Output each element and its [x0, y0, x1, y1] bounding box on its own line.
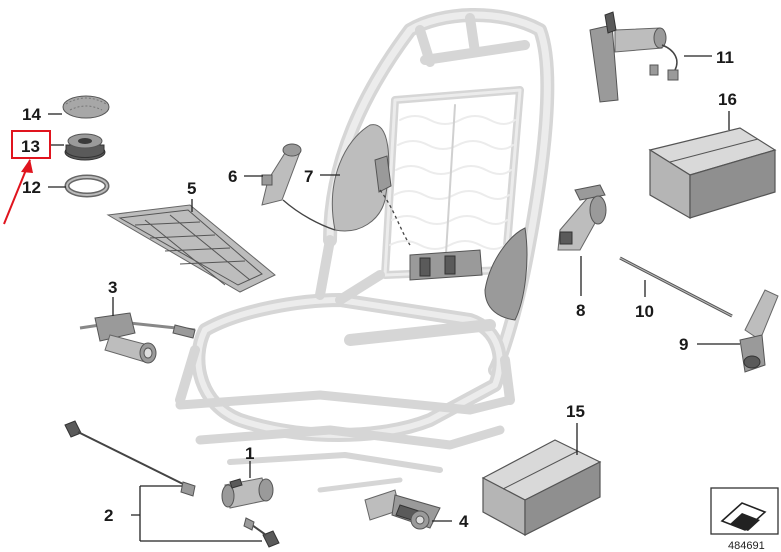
- callout-16: 16: [718, 90, 737, 109]
- seat-frame: [175, 8, 555, 493]
- part-4-gearbox: [364, 489, 441, 530]
- part-6-motor: [261, 143, 302, 206]
- callout-9: 9: [679, 335, 688, 354]
- callout-2: 2: [104, 506, 113, 525]
- orientation-arrow-icon: [730, 513, 760, 531]
- backrest-motor: [409, 249, 483, 281]
- part-11-assembly: [589, 11, 679, 103]
- callout-1: 1: [245, 444, 254, 463]
- callout-7: 7: [304, 167, 313, 186]
- cable-7: [282, 189, 411, 246]
- callout-8: 8: [576, 301, 585, 320]
- callout-5: 5: [187, 179, 196, 198]
- part-8-motor: [557, 184, 607, 251]
- part-3-actuator: [79, 312, 196, 364]
- reference-number: 484691: [728, 540, 765, 552]
- part-5-seat-mat: [106, 204, 276, 293]
- part-9-bracket: [739, 289, 779, 373]
- highlight-marker: [3, 130, 51, 225]
- callouts: 14 13 12 5 6 7 3 1 2 4 8 10 9 11 16 15: [21, 48, 737, 531]
- highlight-arrow-head: [21, 159, 33, 173]
- side-bolster-right: [484, 227, 528, 321]
- lumbar-cushion-7: [331, 124, 392, 232]
- part-10-rod: [619, 256, 733, 318]
- callout-12: 12: [22, 178, 41, 197]
- callout-15: 15: [566, 402, 585, 421]
- callout-14: 14: [22, 105, 41, 124]
- part-14-mesh-cap: [62, 95, 110, 119]
- callout-13: 13: [21, 137, 40, 156]
- leader-lines: [48, 55, 740, 542]
- callout-11: 11: [716, 48, 734, 67]
- callout-3: 3: [108, 278, 117, 297]
- part-13-knob: [64, 133, 106, 161]
- part-1-motor: [221, 477, 274, 509]
- part-15-box: [481, 439, 602, 537]
- part-2-cables: [64, 420, 280, 548]
- highlight-box: [11, 130, 51, 159]
- callout-6: 6: [228, 167, 237, 186]
- callout-4: 4: [459, 512, 469, 531]
- callout-10: 10: [635, 302, 654, 321]
- part-12-ring: [64, 174, 110, 198]
- orientation-box: [710, 487, 779, 535]
- part-16-box: [648, 127, 777, 220]
